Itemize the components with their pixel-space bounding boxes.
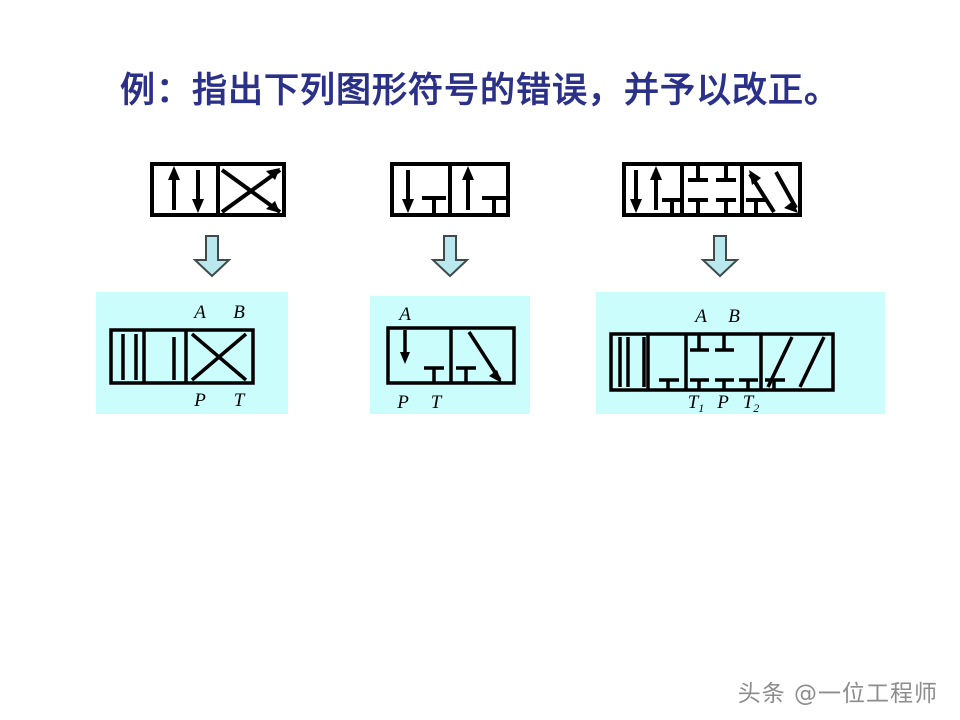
- label-P-bottom-1: P: [193, 390, 206, 411]
- page-title: 例：指出下列图形符号的错误，并予以改正。: [119, 71, 840, 110]
- label-T-bottom-2: T: [431, 392, 443, 413]
- label-A-top-1: A: [192, 302, 206, 323]
- wrong-symbol-1-drawing: [150, 162, 286, 217]
- label-T1-bottom-3: T1: [688, 392, 705, 414]
- label-A-top-3: A: [693, 306, 707, 327]
- label-B-top-3: B: [728, 306, 740, 327]
- label-P-bottom-2: P: [396, 392, 409, 413]
- corrected-panel-3: A B T1 P T2: [596, 292, 885, 414]
- label-B-top-1: B: [233, 302, 245, 323]
- label-T-bottom-1: T: [234, 390, 246, 411]
- corrected-panel-1: A B P T: [96, 292, 288, 414]
- corrected-symbol-1-drawing: A B P T: [109, 302, 255, 411]
- wrong-symbol-2: [390, 162, 510, 217]
- label-P-bottom-3: P: [716, 392, 729, 413]
- corrected-symbol-2-drawing: A P T: [386, 304, 516, 413]
- down-arrow-shape-2: [430, 235, 470, 278]
- wrong-symbol-2-drawing: [390, 162, 510, 217]
- down-arrow-shape-1: [192, 235, 232, 278]
- down-block-arrow-1: [192, 234, 232, 278]
- wrong-symbol-3-drawing: [622, 162, 802, 217]
- label-T2-bottom-3: T2: [743, 392, 760, 414]
- corrected-symbol-3-drawing: A B T1 P T2: [609, 306, 835, 414]
- label-A-top-2: A: [397, 304, 411, 325]
- wrong-symbol-1: [150, 162, 286, 217]
- down-block-arrow-2: [430, 234, 470, 278]
- down-arrow-shape-3: [700, 235, 740, 278]
- wrong-symbol-3: [622, 162, 802, 217]
- corrected-panel-2: A P T: [370, 296, 530, 414]
- watermark-text: 头条 @一位工程师: [737, 681, 938, 707]
- down-block-arrow-3: [700, 234, 740, 278]
